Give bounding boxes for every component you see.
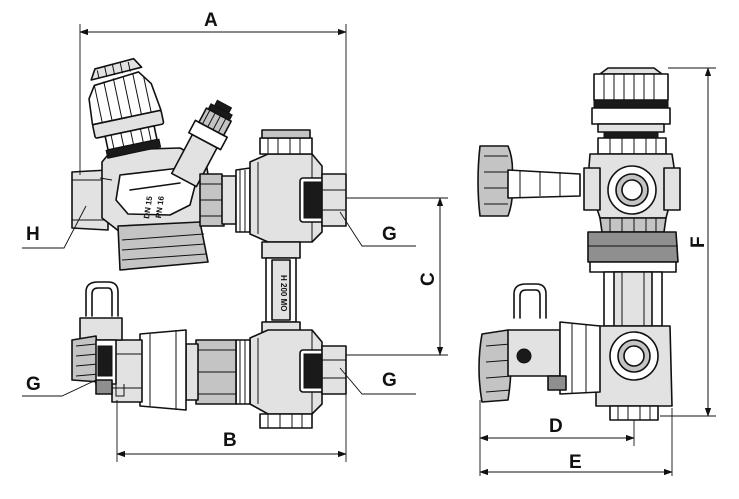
side-view-dimensions: F D E <box>479 67 716 476</box>
callout-label-g-lower-left: G <box>26 374 41 395</box>
sight-tube: H 200 MO <box>261 241 301 339</box>
pn-marking: PN 16 <box>154 195 166 219</box>
tube-marking: H 200 MO <box>279 275 288 311</box>
dimension-label-f: F <box>688 236 709 248</box>
dimension-label-e: E <box>569 452 582 473</box>
dimension-label-d: D <box>549 416 563 437</box>
side-lower-tee <box>595 325 673 421</box>
side-drain-valve <box>478 283 601 403</box>
side-valve-body <box>583 153 681 273</box>
side-handwheel <box>591 67 671 155</box>
front-view: DN 15 PN 16 <box>71 57 347 429</box>
side-view <box>477 67 681 421</box>
side-sight-tube <box>603 271 663 327</box>
dimension-label-a: A <box>204 10 218 31</box>
front-view-dimensions: A B C H G G G <box>22 10 448 462</box>
lower-tee <box>235 329 347 429</box>
dimension-label-c: C <box>418 272 439 286</box>
handwheel-knob <box>88 57 165 159</box>
callout-label-g-upper: G <box>382 224 397 245</box>
upper-tee <box>235 129 347 243</box>
dimension-label-b: B <box>223 430 237 451</box>
lower-pipe <box>111 329 237 411</box>
measuring-port <box>170 99 233 188</box>
callout-label-h: H <box>26 224 40 245</box>
dn-marking: DN 15 <box>142 195 154 219</box>
drain-ball-valve <box>71 281 125 397</box>
side-handle-upper <box>477 145 581 217</box>
callout-label-g-lower-right: G <box>382 370 397 391</box>
